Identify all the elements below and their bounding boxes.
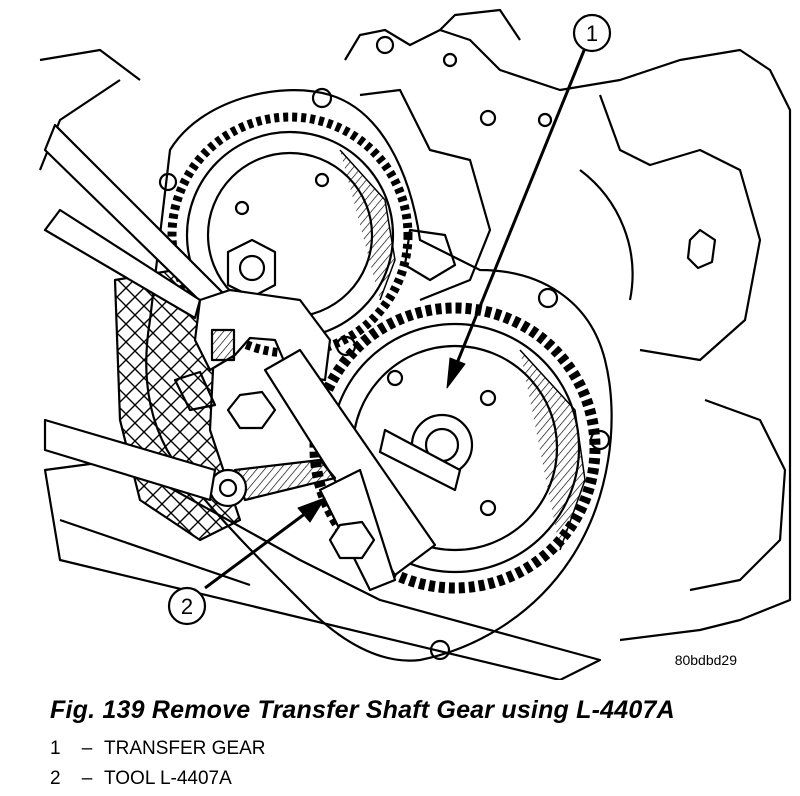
callout-1-leader (446, 47, 587, 389)
legend-number: 2 (50, 768, 61, 789)
figure-caption: Fig. 139 Remove Transfer Shaft Gear usin… (50, 696, 675, 724)
figure-code: 80bdbd29 (674, 652, 737, 668)
legend-dash: – (81, 738, 93, 759)
legend-dash: – (81, 768, 93, 789)
legend-number: 1 (50, 738, 61, 759)
callout-1-number: 1 (586, 21, 598, 46)
transfer-gear-removal-illustration: 1 2 (38, 8, 792, 680)
transmission-case (38, 8, 792, 642)
legend-item: 2 – TOOL L-4407A (50, 764, 266, 794)
legend: 1 – TRANSFER GEAR 2 – TOOL L-4407A (50, 734, 266, 794)
callout-2-leader (204, 497, 326, 590)
callout-2: 2 (167, 586, 207, 626)
legend-label: TRANSFER GEAR (104, 738, 266, 759)
callout-2-number: 2 (181, 594, 193, 619)
legend-item: 1 – TRANSFER GEAR (50, 734, 266, 764)
puller-tool (43, 348, 462, 592)
legend-label: TOOL L-4407A (104, 768, 232, 789)
callout-1: 1 (572, 13, 612, 53)
